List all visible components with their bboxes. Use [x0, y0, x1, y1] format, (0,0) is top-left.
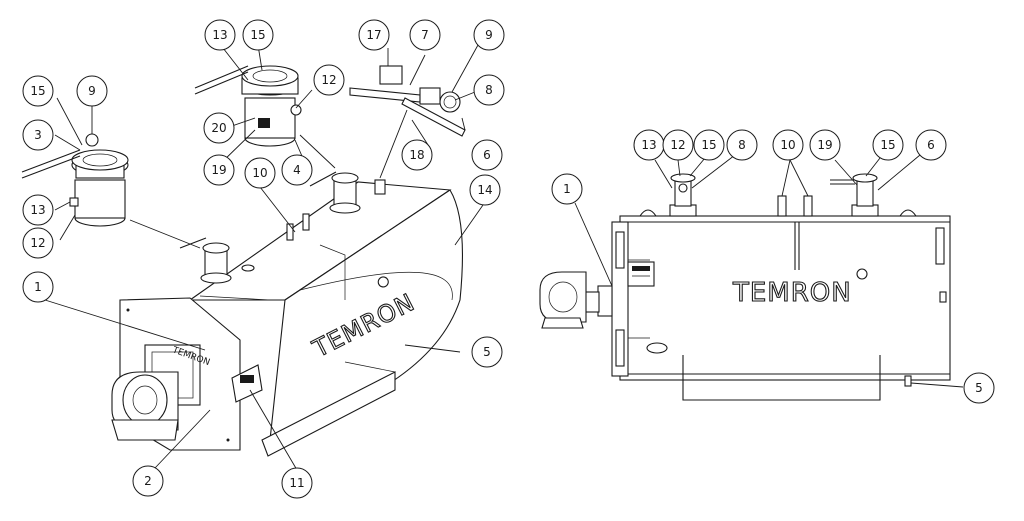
iso-callout-9b: 9 — [76, 75, 108, 107]
front-callout-5: 5 — [963, 372, 995, 404]
front-callout-6: 6 — [915, 129, 947, 161]
front-control-panel — [627, 261, 655, 287]
top-fitting-rear — [309, 171, 361, 214]
svg-text:5: 5 — [483, 345, 491, 359]
svg-text:9: 9 — [88, 84, 96, 98]
burner — [111, 371, 179, 441]
iso-callout-8: 8 — [473, 74, 505, 106]
svg-text:1: 1 — [563, 182, 571, 196]
svg-text:20: 20 — [211, 121, 226, 135]
iso-callout-4: 4 — [281, 154, 313, 186]
svg-text:11: 11 — [289, 476, 304, 490]
front-callout-1: 1 — [551, 173, 583, 205]
iso-callout-11: 11 — [281, 467, 313, 499]
top-fitting-small — [241, 179, 386, 272]
svg-text:13: 13 — [641, 138, 656, 152]
iso-callout-17: 17 — [358, 19, 390, 51]
iso-callout-3: 3 — [22, 119, 54, 151]
iso-callout-15b: 15 — [22, 75, 54, 107]
svg-text:13: 13 — [30, 203, 45, 217]
svg-text:13: 13 — [212, 28, 227, 42]
front-leader-lines — [574, 154, 964, 388]
svg-text:8: 8 — [485, 83, 493, 97]
control-panel — [231, 364, 263, 403]
iso-callout-12: 12 — [313, 64, 345, 96]
front-callout-15: 15 — [693, 129, 725, 161]
front-burner — [539, 271, 613, 329]
front-callout-19: 19 — [809, 129, 841, 161]
iso-callout-20: 20 — [203, 112, 235, 144]
front-callout-13: 13 — [633, 129, 665, 161]
front-top-fittings — [669, 173, 912, 387]
svg-text:12: 12 — [670, 138, 685, 152]
svg-text:15: 15 — [30, 84, 45, 98]
svg-text:2: 2 — [144, 474, 152, 488]
svg-text:5: 5 — [975, 381, 983, 395]
svg-text:4: 4 — [293, 163, 301, 177]
iso-callout-6: 6 — [471, 139, 503, 171]
iso-callout-14: 14 — [469, 174, 501, 206]
front-boiler-body — [611, 209, 951, 401]
iso-callout-13b: 13 — [22, 194, 54, 226]
top-fitting-front — [179, 237, 232, 284]
svg-text:3: 3 — [34, 128, 42, 142]
iso-callout-13: 13 — [204, 19, 236, 51]
iso-callout-10: 10 — [244, 157, 276, 189]
svg-text:6: 6 — [483, 148, 491, 162]
svg-text:12: 12 — [321, 73, 336, 87]
svg-text:18: 18 — [409, 148, 424, 162]
iso-callout-9: 9 — [473, 19, 505, 51]
svg-text:8: 8 — [738, 138, 746, 152]
boiler-body — [188, 181, 463, 457]
svg-text:7: 7 — [421, 28, 429, 42]
front-callout-8: 8 — [726, 129, 758, 161]
iso-callout-15: 15 — [242, 19, 274, 51]
svg-text:9: 9 — [485, 28, 493, 42]
front-brand-text: TEMRON — [732, 278, 852, 308]
iso-callout-18: 18 — [401, 139, 433, 171]
svg-text:10: 10 — [780, 138, 795, 152]
svg-text:10: 10 — [252, 166, 267, 180]
svg-text:19: 19 — [817, 138, 832, 152]
front-callout-12: 12 — [662, 129, 694, 161]
iso-leader-lines — [44, 44, 484, 471]
iso-callout-1: 1 — [22, 271, 54, 303]
svg-text:1: 1 — [34, 280, 42, 294]
svg-text:15: 15 — [880, 138, 895, 152]
isometric-boiler-view: TEMRON — [21, 19, 505, 499]
iso-callout-5: 5 — [471, 336, 503, 368]
svg-text:15: 15 — [250, 28, 265, 42]
front-brand-logo: TEMRON — [731, 268, 868, 309]
svg-text:15: 15 — [701, 138, 716, 152]
iso-callout-19: 19 — [203, 154, 235, 186]
detail-pipe-assembly — [349, 65, 466, 137]
svg-text:12: 12 — [30, 236, 45, 250]
iso-callout-12b: 12 — [22, 227, 54, 259]
detail-valve-left — [21, 133, 129, 227]
iso-callout-7: 7 — [409, 19, 441, 51]
front-boiler-view: TEMRON 1 13 12 15 8 10 19 15 6 5 — [539, 129, 995, 404]
svg-text:6: 6 — [927, 138, 935, 152]
svg-text:19: 19 — [211, 163, 226, 177]
front-callout-15b: 15 — [872, 129, 904, 161]
svg-text:14: 14 — [477, 183, 492, 197]
svg-text:17: 17 — [366, 28, 381, 42]
front-callout-10: 10 — [772, 129, 804, 161]
iso-callout-2: 2 — [132, 465, 164, 497]
